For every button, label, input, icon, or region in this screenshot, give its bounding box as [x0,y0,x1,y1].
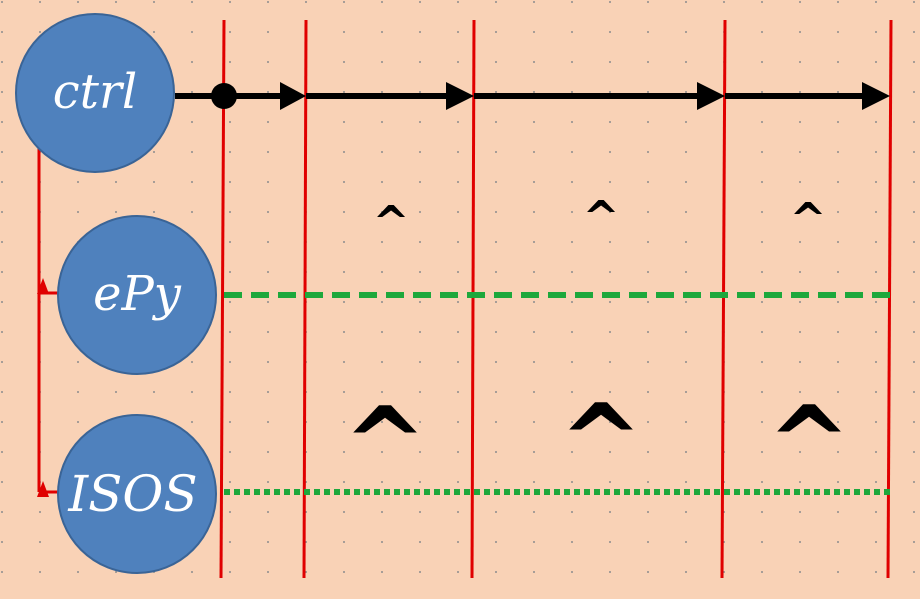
node-ctrl-circle [15,13,175,173]
large-caret-2: ^ [559,382,643,499]
arrowhead-1 [280,82,306,110]
small-caret-1: ^ [373,197,410,248]
timeline-arrows [175,82,890,110]
vertical-line-1 [219,19,226,579]
node-epy-label: ePy [93,266,182,322]
arrowhead-2 [446,82,474,110]
large-caret-1: ^ [343,385,427,502]
node-isos-label: ISOS [67,465,197,523]
vertical-line-5 [886,19,893,579]
arrowhead-4 [862,82,890,110]
large-markers: ^ ^ ^ [343,382,851,502]
vertical-line-2 [302,19,308,579]
connector-arrowhead-isos [37,481,49,497]
vertical-line-4 [720,19,727,579]
timeline-start-dot [211,83,237,109]
large-caret-3: ^ [767,384,851,501]
small-markers: ^ ^ ^ [373,192,827,248]
vertical-line-3 [470,19,476,579]
node-ctrl-label: ctrl [53,64,137,120]
node-epy-circle [57,215,217,375]
node-isos: ISOS [57,414,217,574]
left-connector [37,145,58,497]
vertical-lines [219,19,893,579]
arrowhead-3 [697,82,725,110]
connector-arrowhead-epy [37,278,49,294]
node-ctrl: ctrl [15,13,175,173]
node-epy: ePy [57,215,217,375]
node-isos-circle [57,414,217,574]
small-caret-2: ^ [583,192,620,243]
small-caret-3: ^ [790,194,827,245]
